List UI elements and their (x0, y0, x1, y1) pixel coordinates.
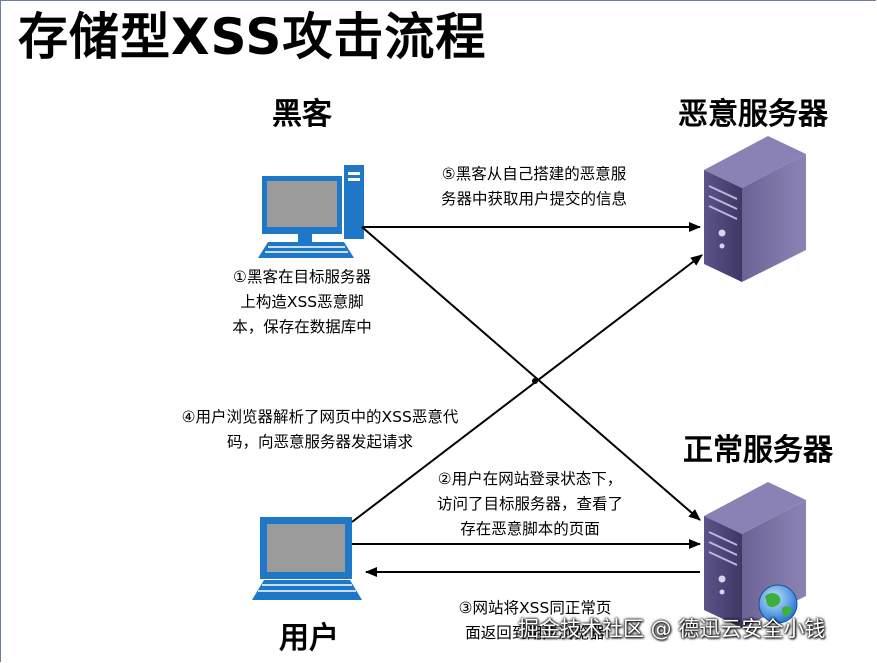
user-laptop-icon (252, 517, 362, 600)
step2-note: ②用户在网站登录状态下， 访问了目标服务器，查看了 存在恶意脚本的页面 (412, 467, 648, 542)
arrow-step4-user-to-malicious-server (351, 254, 703, 523)
page-title: 存储型XSS攻击流程 (18, 8, 487, 66)
user-label: 用户 (279, 621, 339, 656)
step1-line: ①黑客在目标服务器 (233, 268, 371, 286)
step3-note: ③网站将XSS同正常页 面返回到用户浏览器 (430, 596, 640, 646)
step2-line: 存在恶意脚本的页面 (460, 520, 600, 538)
step5-line: 务器中获取用户提交的信息 (440, 190, 627, 208)
step1-note: ①黑客在目标服务器 上构造XSS恶意脚 本，保存在数据库中 (212, 265, 392, 340)
step1-line: 上构造XSS恶意脚 (240, 293, 364, 311)
arrow-crossing-dot (532, 378, 538, 384)
step4-line: 码，向恶意服务器发起请求 (226, 433, 413, 451)
globe-icon (758, 584, 798, 624)
hacker-label: 黑客 (272, 97, 332, 132)
step4-line: ④用户浏览器解析了网页中的XSS恶意代 (181, 408, 459, 426)
step5-line: ⑤黑客从自己搭建的恶意服 (441, 165, 627, 183)
watermark: 掘金技术社区 @ 德迅云安全小钱 (518, 617, 826, 641)
step2-line: 访问了目标服务器，查看了 (436, 495, 623, 513)
step1-line: 本，保存在数据库中 (232, 318, 372, 336)
malicious-server-label: 恶意服务器 (678, 97, 828, 132)
step3-line: ③网站将XSS同正常页 (458, 599, 612, 617)
arrow-step1-hacker-to-normal-server (361, 226, 701, 521)
step2-line: ②用户在网站登录状态下， (437, 470, 623, 488)
step5-note: ⑤黑客从自己搭建的恶意服 务器中获取用户提交的信息 (404, 162, 664, 212)
malicious-server-icon (704, 136, 806, 282)
normal-server-icon (704, 482, 806, 628)
hacker-computer-icon (258, 165, 364, 258)
step4-note: ④用户浏览器解析了网页中的XSS恶意代 码，向恶意服务器发起请求 (150, 405, 490, 455)
normal-server-label: 正常服务器 (683, 433, 833, 468)
step3-line: 面返回到用户浏览器 (465, 624, 605, 642)
